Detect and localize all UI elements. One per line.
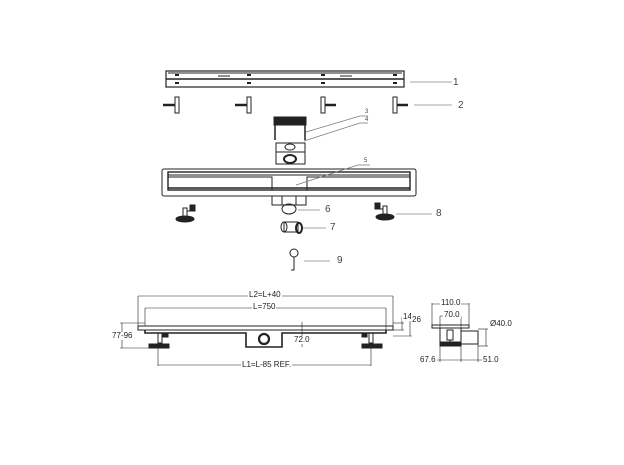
callout-5: 5 (364, 158, 368, 164)
dim-height-range: 77-96 (111, 331, 134, 340)
dim-flange-depth: 14 (402, 312, 413, 321)
outlet-part (271, 195, 307, 215)
callout-3: 3 (365, 109, 369, 115)
connector-part (280, 221, 303, 234)
channel-part (161, 168, 417, 197)
dim-outlet-height: 72.0 (293, 335, 311, 344)
dim-flange-width: 110.0 (440, 298, 462, 307)
callout-4: 4 (365, 117, 369, 123)
callout-1: 1 (453, 77, 459, 88)
dim-overall-length: L2=L+40 (248, 290, 282, 299)
dim-outlet-diameter: Ø40.0 (489, 319, 513, 328)
strainer-part (273, 116, 307, 140)
dim-left-offset: 67.6 (419, 355, 437, 364)
foot-right-part (374, 202, 395, 221)
hook-part (289, 248, 299, 271)
dim-foot-span: L1=L-85 REF. (241, 360, 293, 369)
dim-total-depth: 26 (411, 315, 422, 324)
callout-9: 9 (337, 255, 343, 266)
dim-length: L=750 (252, 302, 277, 311)
dim-outlet-length: 51.0 (482, 355, 500, 364)
callout-8: 8 (436, 208, 442, 219)
callout-2: 2 (458, 100, 464, 111)
front-view (120, 295, 412, 366)
callout-7: 7 (330, 222, 336, 233)
dim-channel-width: 70.0 (443, 310, 461, 319)
grate-part (165, 70, 405, 88)
callout-6: 6 (325, 204, 331, 215)
foot-left-part (175, 204, 196, 223)
bracket-parts (163, 96, 408, 114)
trap-body-part (275, 142, 306, 165)
